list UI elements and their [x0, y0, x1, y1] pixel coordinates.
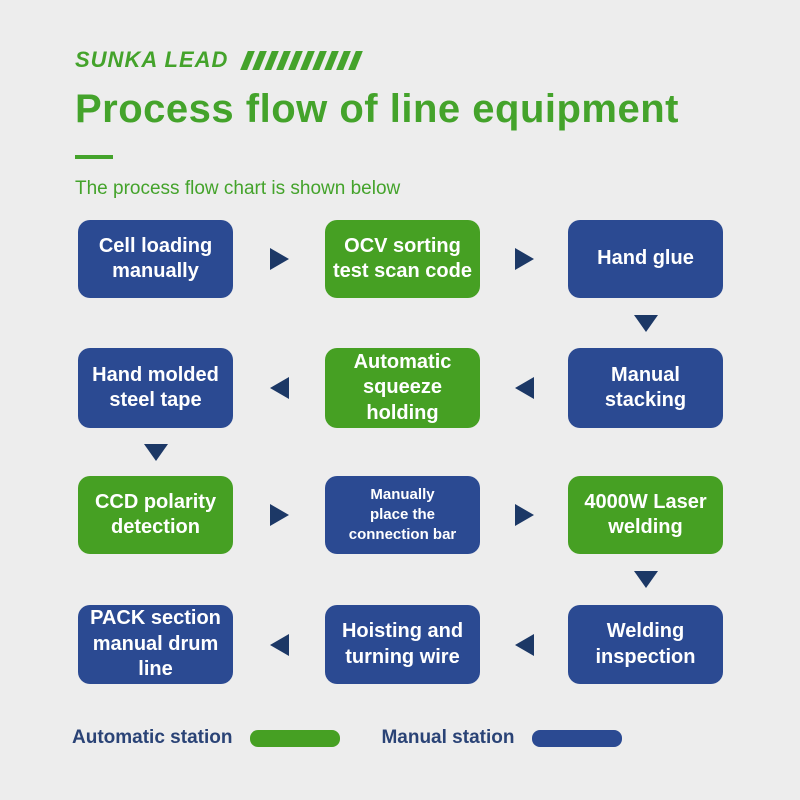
- flow-box-ocv-sorting: OCV sorting test scan code: [325, 220, 480, 298]
- arrow-down-icon: [633, 571, 658, 588]
- flow-box-hand-glue: Hand glue: [568, 220, 723, 298]
- brand-slashes-icon: [240, 50, 369, 70]
- brand-name: SUNKA LEAD: [75, 47, 229, 72]
- arrow-cell: [233, 348, 325, 428]
- legend-item-automatic: Automatic station: [72, 727, 341, 749]
- arrow-left-icon: [269, 377, 289, 399]
- arrow-cell: [480, 220, 568, 298]
- flow-box-manual-stacking: Manual stacking: [568, 348, 723, 428]
- legend-swatch-automatic: [250, 729, 341, 747]
- flow-box-cell-loading: Cell loading manually: [78, 220, 233, 298]
- legend: Automatic station Manual station: [72, 727, 800, 749]
- header: SUNKA LEAD Process flow of line equipmen…: [0, 0, 800, 200]
- arrow-cell: [78, 428, 233, 476]
- arrow-right-icon: [269, 248, 289, 270]
- legend-swatch-manual: [532, 729, 623, 747]
- legend-label-automatic: Automatic station: [72, 727, 233, 748]
- arrow-right-icon: [514, 248, 534, 270]
- arrow-cell: [568, 298, 723, 348]
- flow-box-hand-molded-tape: Hand molded steel tape: [78, 348, 233, 428]
- arrow-right-icon: [514, 504, 534, 526]
- arrow-cell: [480, 605, 568, 684]
- arrow-cell: [568, 554, 723, 605]
- flow-box-squeeze-holding: Automatic squeeze holding: [325, 348, 480, 428]
- page-title: Process flow of line equipment: [75, 87, 679, 131]
- flow-chart: Cell loading manually OCV sorting test s…: [78, 220, 800, 684]
- arrow-down-icon: [633, 314, 658, 332]
- arrow-cell: [233, 476, 325, 554]
- flow-box-welding-inspection: Welding inspection: [568, 605, 723, 684]
- arrow-down-icon: [143, 443, 168, 461]
- arrow-left-icon: [269, 633, 289, 656]
- arrow-cell: [480, 476, 568, 554]
- legend-item-manual: Manual station: [381, 727, 623, 749]
- flow-box-ccd-polarity: CCD polarity detection: [78, 476, 233, 554]
- arrow-cell: [233, 605, 325, 684]
- flow-box-pack-drum-line: PACK section manual drum line: [78, 605, 233, 684]
- arrow-left-icon: [514, 633, 534, 656]
- flow-box-laser-welding: 4000W Laser welding: [568, 476, 723, 554]
- brand-row: SUNKA LEAD: [75, 47, 800, 72]
- page-subtitle: The process flow chart is shown below: [75, 178, 401, 199]
- legend-label-manual: Manual station: [381, 727, 515, 748]
- arrow-left-icon: [514, 377, 534, 399]
- flow-box-hoisting-wire: Hoisting and turning wire: [325, 605, 480, 684]
- title-underline-dash: [75, 155, 113, 159]
- arrow-right-icon: [269, 504, 289, 526]
- flow-box-connection-bar: Manually place the connection bar: [325, 476, 480, 554]
- arrow-cell: [480, 348, 568, 428]
- arrow-cell: [233, 220, 325, 298]
